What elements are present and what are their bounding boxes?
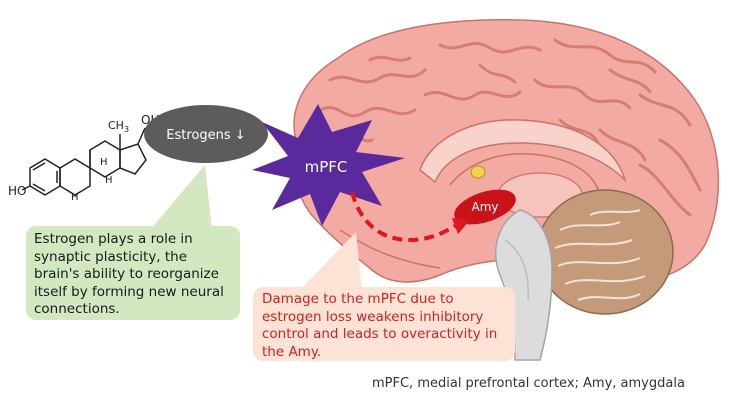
molecule-h2: H <box>71 192 79 203</box>
molecule-ho: HO <box>8 184 26 198</box>
molecule-h3: H <box>105 175 113 186</box>
figure-caption: mPFC, medial prefrontal cortex; Amy, amy… <box>372 376 685 391</box>
estradiol-molecule <box>21 127 147 196</box>
corpus-callosum <box>419 119 627 184</box>
mpfc-label: mPFC <box>305 158 348 176</box>
green-callout: Estrogen plays a role in synaptic plasti… <box>26 226 240 320</box>
green-callout-line: itself by forming new neural <box>34 283 224 300</box>
amy-oval <box>454 189 516 225</box>
molecule-ch3: CH3 <box>108 119 129 134</box>
brain-illustration <box>293 19 720 361</box>
pink-callout-line: Damage to the mPFC due to <box>262 291 454 307</box>
pink-callout-line: estrogen loss weakens inhibitory <box>262 308 484 325</box>
green-callout-line: synaptic plasticity, the <box>34 248 188 265</box>
green-callout-pointer <box>150 165 212 230</box>
estrogens-label: Estrogens ↓ <box>166 128 245 143</box>
pink-callout-pointer <box>300 232 362 290</box>
inhibition-arrowhead <box>452 218 470 234</box>
pink-callout-line: the Amy. <box>262 343 322 360</box>
molecule-h1: H <box>100 157 108 168</box>
mpfc-starburst <box>252 104 405 226</box>
cerebellum <box>536 189 674 315</box>
pink-callout: Damage to the mPFC due to estrogen loss … <box>253 287 515 361</box>
inhibition-arrow <box>350 191 457 243</box>
estrogens-oval <box>144 105 268 163</box>
pink-callout-line: control and leads to overactivity in <box>262 326 498 342</box>
pineal-yellow <box>470 165 486 179</box>
amy-label: Amy <box>472 200 499 214</box>
green-callout-line: Estrogen plays a role in <box>34 231 193 247</box>
green-callout-line: brain's ability to reorganize <box>34 266 219 282</box>
green-callout-line: connections. <box>34 301 120 317</box>
brainstem <box>495 209 553 361</box>
